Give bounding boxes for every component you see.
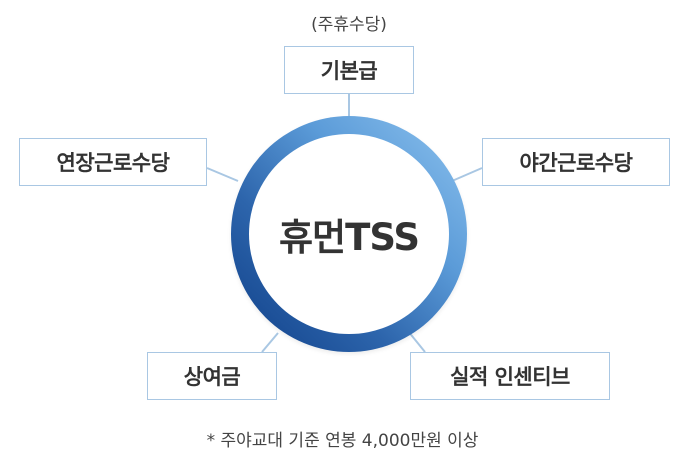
connector-overtime-allowance — [206, 167, 239, 182]
overtime-allowance-box: 연장근로수당 — [19, 138, 207, 186]
center-ring: 휴먼TSS — [231, 116, 467, 352]
footnote: * 주야교대 기준 연봉 4,000만원 이상 — [206, 431, 479, 451]
overtime-allowance-label: 연장근로수당 — [56, 151, 170, 175]
night-allowance-box: 야간근로수당 — [482, 138, 670, 186]
incentive-box: 실적 인센티브 — [410, 352, 610, 400]
center-title: 휴먼TSS — [279, 216, 420, 259]
center-circle: 휴먼TSS — [249, 134, 449, 334]
bonus-box: 상여금 — [147, 352, 277, 400]
basic-pay-label: 기본급 — [320, 59, 378, 83]
bonus-label: 상여금 — [183, 365, 241, 389]
basic-pay-note: (주휴수당) — [311, 15, 387, 35]
incentive-label: 실적 인센티브 — [450, 365, 570, 389]
connector-bonus — [261, 332, 279, 353]
basic-pay-box: 기본급 — [284, 46, 414, 94]
night-allowance-label: 야간근로수당 — [519, 151, 633, 175]
connector-night-allowance — [451, 167, 483, 182]
